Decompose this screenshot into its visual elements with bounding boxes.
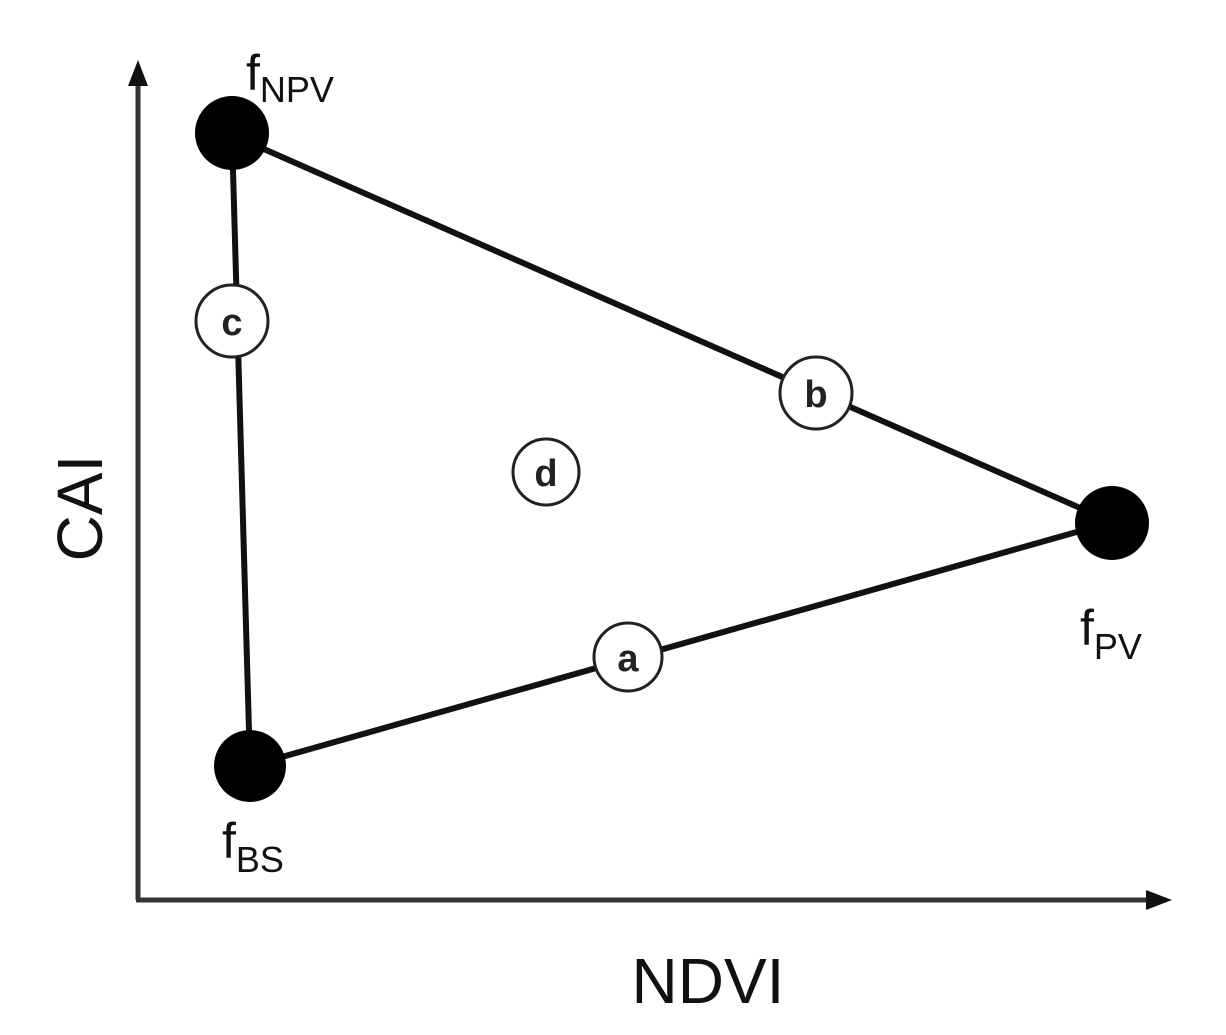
vertex-npv <box>195 96 269 170</box>
edge-npv-pv <box>229 132 1115 525</box>
region-d-marker: d <box>511 437 581 507</box>
region-a-label: a <box>617 638 639 680</box>
label-f-pv-main: f <box>1080 600 1094 656</box>
vertex-bs <box>214 730 286 802</box>
label-f-npv-sub: NPV <box>260 69 334 110</box>
edge-bs-pv <box>247 519 1115 769</box>
region-b-marker: b <box>778 355 854 431</box>
label-f-pv-sub: PV <box>1094 626 1142 667</box>
x-axis-title: NDVI <box>632 945 785 1017</box>
y-axis-title: CAI <box>44 455 116 562</box>
region-b-label: b <box>804 374 827 416</box>
label-f-bs-sub: BS <box>236 839 284 880</box>
label-f-npv-main: f <box>246 45 260 101</box>
region-c-marker: c <box>194 283 270 359</box>
region-c-label: c <box>221 302 242 344</box>
label-f-bs: fBS <box>222 813 284 880</box>
edge-npv-bs <box>229 132 253 769</box>
region-d-label: d <box>534 453 557 495</box>
label-f-bs-main: f <box>222 813 236 869</box>
label-f-npv: fNPV <box>246 45 334 110</box>
x-axis-arrow-icon <box>1146 890 1172 910</box>
y-axis-arrow-icon <box>128 60 148 86</box>
vertex-pv <box>1075 486 1149 560</box>
region-a-marker: a <box>592 621 664 693</box>
label-f-pv: fPV <box>1080 600 1142 667</box>
